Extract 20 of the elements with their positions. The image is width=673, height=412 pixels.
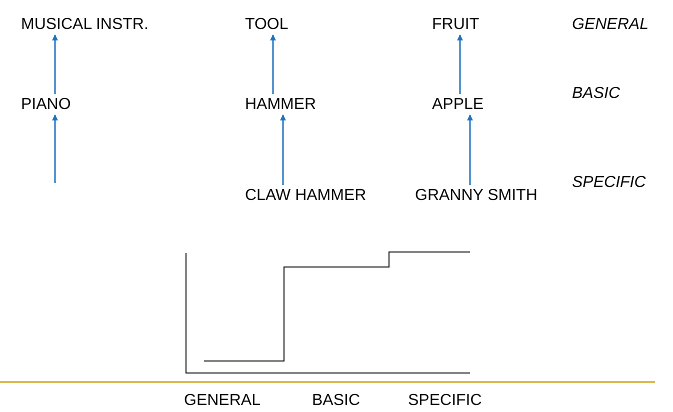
concept-label: APPLE [432, 96, 502, 114]
concept-label: GRANNY SMITH [415, 187, 565, 205]
arrow [52, 34, 58, 94]
concept-label: TOOL [245, 16, 305, 34]
level-label: GENERAL [572, 16, 648, 34]
axis-label: SPECIFIC [408, 392, 482, 410]
concept-label: PIANO [21, 96, 101, 114]
concept-label: FRUIT [432, 16, 492, 34]
arrow [52, 114, 58, 183]
arrow [457, 34, 463, 94]
concept-label: MUSICAL INSTR. [21, 16, 171, 34]
concept-label: CLAW HAMMER [245, 187, 395, 205]
arrow [280, 114, 286, 185]
level-label: BASIC [572, 85, 620, 103]
axis-label: BASIC [312, 392, 360, 410]
arrow [270, 34, 276, 94]
level-label: SPECIFIC [572, 174, 646, 192]
axis-label: GENERAL [184, 392, 260, 410]
concept-label: HAMMER [245, 96, 325, 114]
arrow [467, 114, 473, 185]
